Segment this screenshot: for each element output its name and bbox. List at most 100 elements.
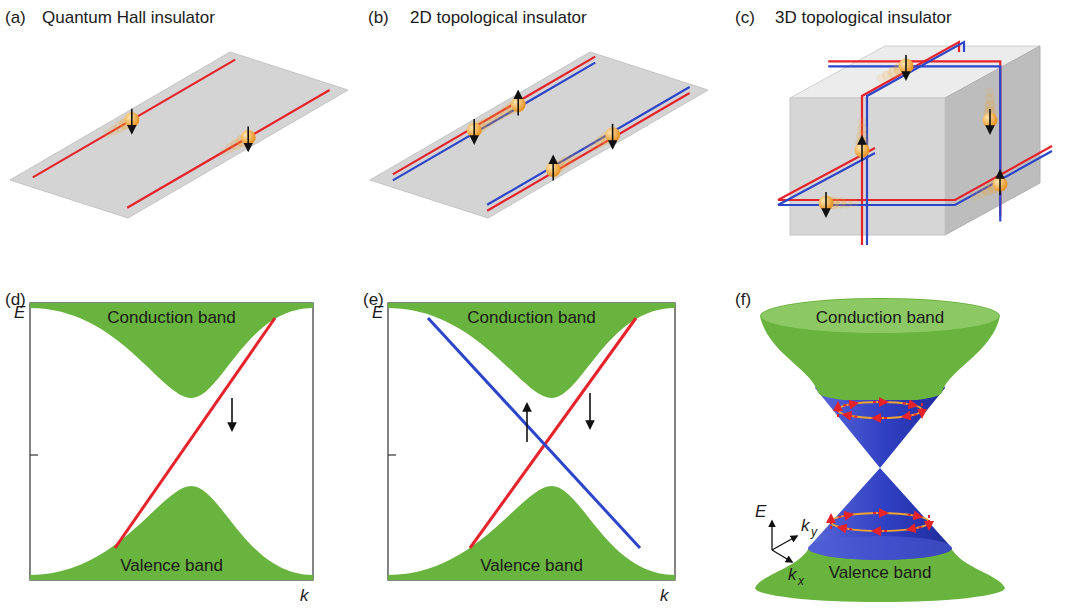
- electron: [546, 151, 582, 181]
- spin-arrow: [552, 156, 554, 180]
- panel-title: 3D topological insulator: [775, 8, 952, 28]
- figure-label: E: [372, 303, 383, 323]
- energy-band: Conduction band: [760, 298, 1000, 400]
- edge-state-red: [33, 60, 235, 178]
- fermi-contour: [831, 513, 929, 531]
- sample-plane: [370, 52, 708, 218]
- band-fill: [388, 303, 675, 398]
- edge-dispersion-red: [470, 318, 636, 548]
- sample-plane: [10, 52, 348, 218]
- figure-label: k: [300, 586, 309, 606]
- spin-texture-arrow: [903, 414, 917, 417]
- band-fill: [30, 486, 313, 580]
- plot-frame: [30, 303, 313, 580]
- figure-label: y: [811, 526, 817, 540]
- electron: [103, 109, 139, 139]
- figure-label: k: [660, 586, 669, 606]
- energy-band: Valence band: [30, 486, 313, 580]
- surface-state-loop: [867, 42, 964, 245]
- figure-label: k: [788, 565, 797, 585]
- spin-arrow: [247, 126, 249, 150]
- spin-arrow: [905, 55, 907, 79]
- axis-tick: [388, 454, 396, 455]
- electron: [983, 87, 998, 133]
- edge-dispersion-red: [115, 318, 275, 548]
- edge-state-blue: [487, 87, 689, 205]
- spin-arrow: [131, 109, 133, 133]
- spin-texture-arrow: [928, 515, 930, 529]
- electron: [584, 124, 620, 154]
- panel-title: Quantum Hall insulator: [42, 8, 215, 28]
- cone-rim: [808, 536, 952, 560]
- figure-label: k: [801, 516, 810, 536]
- spin-arrow: [989, 109, 991, 133]
- spin-arrow: [589, 393, 591, 428]
- edge-state-red: [127, 90, 329, 208]
- spin-texture-arrow: [873, 512, 887, 514]
- axis-arrow: [771, 521, 772, 550]
- figure-label: (b): [368, 8, 389, 28]
- axis-tick: [30, 454, 38, 455]
- spin-texture-arrow: [843, 414, 857, 417]
- figure-label: E: [14, 303, 25, 323]
- spin-arrow: [825, 192, 827, 216]
- band-fill: [30, 303, 313, 398]
- band-label: Valence band: [480, 556, 583, 576]
- figure-label: (f): [735, 290, 751, 310]
- spin-arrow: [473, 119, 475, 143]
- energy-band: Valence band: [388, 486, 675, 580]
- axis-arrow: [772, 550, 792, 562]
- electron: [819, 192, 859, 216]
- band-label: Valence band: [829, 563, 932, 583]
- electron: [489, 91, 525, 123]
- panel-title: 2D topological insulator: [410, 8, 587, 28]
- cube-side: [945, 46, 1040, 235]
- edge-state-red: [393, 57, 595, 175]
- figure-label: (c): [735, 8, 755, 28]
- spin-texture-arrow: [873, 417, 887, 419]
- band-label: Conduction band: [816, 308, 945, 328]
- spin-texture-arrow: [903, 403, 917, 406]
- spin-arrow: [517, 91, 519, 115]
- plot-frame: [388, 303, 675, 580]
- band-label: Conduction band: [467, 308, 596, 328]
- spin-arrow: [999, 171, 1001, 195]
- energy-band: Conduction band: [30, 303, 313, 398]
- spin-texture-arrow: [830, 515, 832, 529]
- edge-state-blue: [393, 63, 595, 181]
- spin-texture-arrow: [843, 403, 857, 406]
- spin-texture-arrow: [873, 530, 887, 532]
- figure-label: (a): [5, 8, 26, 28]
- surface-state-loop: [828, 66, 1000, 221]
- band-rim: [761, 299, 999, 333]
- spin-texture-arrow: [837, 403, 839, 417]
- electron: [876, 55, 913, 83]
- spin-arrow: [231, 398, 233, 430]
- electron: [219, 126, 255, 156]
- band-label: Conduction band: [107, 308, 236, 328]
- fermi-contour: [838, 402, 922, 418]
- spin-texture-arrow: [838, 514, 852, 517]
- spin-texture-arrow: [873, 401, 887, 403]
- band-label: Valence band: [120, 556, 223, 576]
- surface-state-loop: [828, 61, 1000, 216]
- electron: [970, 171, 1007, 201]
- energy-band: Conduction band: [388, 303, 675, 398]
- band-fill: [755, 546, 1005, 602]
- spin-arrow: [526, 404, 528, 442]
- edge-dispersion-blue: [428, 318, 640, 548]
- spin-texture-arrow: [921, 403, 923, 417]
- figure-label: E: [755, 502, 766, 522]
- spin-texture-arrow: [838, 527, 852, 530]
- band-fill: [388, 486, 675, 580]
- spin-texture-arrow: [908, 527, 922, 530]
- axis-arrow: [772, 536, 797, 550]
- spin-arrow: [612, 124, 614, 148]
- band-fill: [760, 298, 1000, 400]
- electron: [855, 117, 870, 161]
- spin-texture-arrow: [908, 514, 922, 517]
- figure-label: x: [798, 575, 804, 589]
- spin-arrow: [861, 137, 863, 161]
- dirac-cone-lower: [808, 468, 952, 560]
